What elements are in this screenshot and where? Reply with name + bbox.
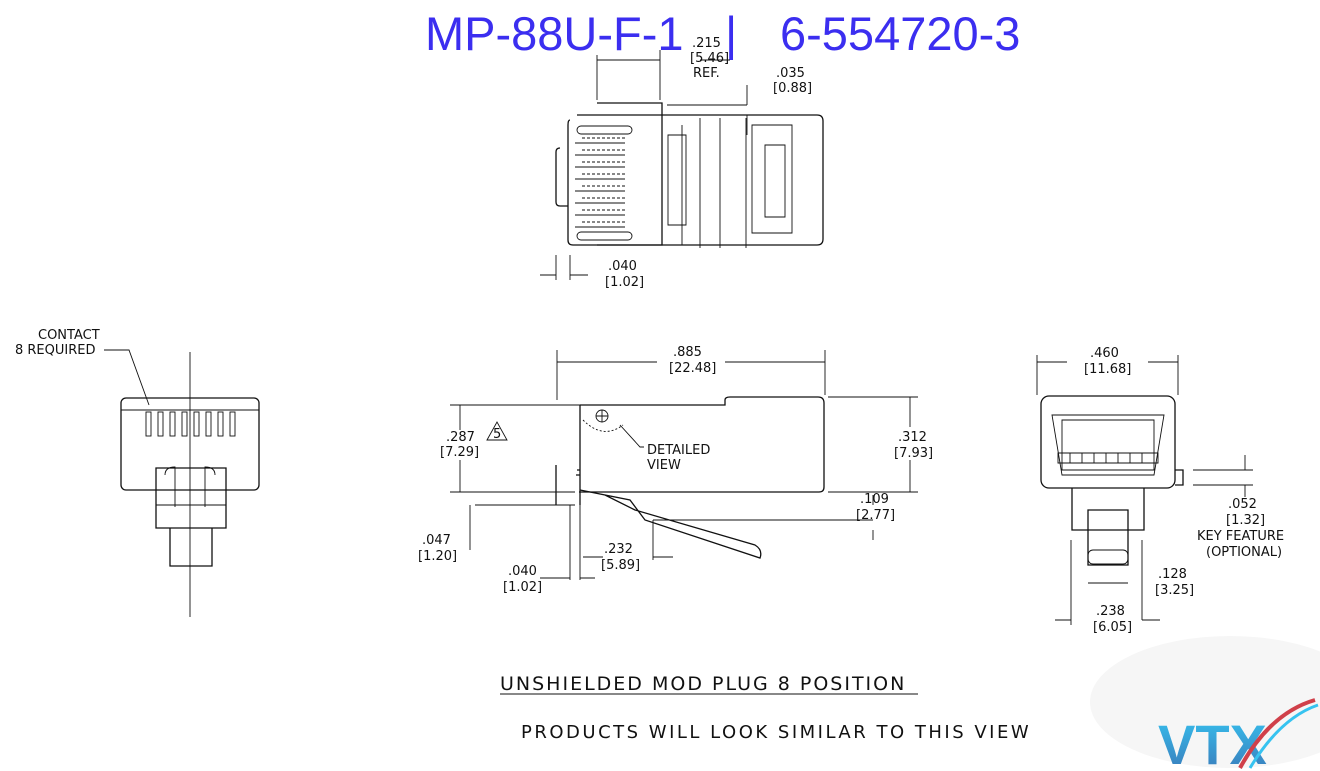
dim-885-mm: [22.48] [669, 361, 716, 376]
vtx-logo: VTX [1158, 698, 1319, 771]
dim-232: .232 [604, 542, 633, 557]
dim-885: .885 [673, 345, 702, 360]
dim-109: .109 [860, 492, 889, 507]
part-number: MP-88U-F-1 [425, 7, 684, 60]
dim-040-side-mm: [1.02] [503, 580, 542, 595]
dim-232-mm: [5.89] [601, 558, 640, 573]
dim-047: .047 [422, 533, 451, 548]
dim-238-mm: [6.05] [1093, 620, 1132, 635]
dim-052: .052 [1228, 497, 1257, 512]
front-view: CONTACT 8 REQUIRED [15, 328, 260, 617]
dim-238: .238 [1096, 604, 1125, 619]
title-separator: | [725, 7, 737, 60]
dim-052-mm: [1.32] [1226, 513, 1265, 528]
end-view: .460 [11.68] .052 [1.32] KEY FEATURE (OP… [1036, 346, 1284, 635]
note-flag-5: 5 [493, 427, 501, 442]
dim-460: .460 [1090, 346, 1119, 361]
logo-text: VTX [1158, 713, 1267, 771]
dim-287-mm: [7.29] [440, 445, 479, 460]
contact-note-2: 8 REQUIRED [15, 343, 96, 358]
dim-215: .215 [692, 36, 721, 51]
top-view: .215 [5.46] REF. .035 [0.88] .040 [1.02] [540, 36, 824, 290]
drawing-subcaption: PRODUCTS WILL LOOK SIMILAR TO THIS VIEW [521, 722, 1031, 743]
dim-460-mm: [11.68] [1084, 362, 1131, 377]
dim-047-mm: [1.20] [418, 549, 457, 564]
dim-035-mm: [0.88] [773, 81, 812, 96]
key-feature-1: KEY FEATURE [1197, 529, 1284, 544]
drawing-caption: UNSHIELDED MOD PLUG 8 POSITION [500, 673, 906, 695]
dim-312-mm: [7.93] [894, 446, 933, 461]
alt-part-number: 6-554720-3 [780, 7, 1020, 60]
dim-287: .287 [446, 430, 475, 445]
dim-128-mm: [3.25] [1155, 583, 1194, 598]
contact-note-1: CONTACT [38, 328, 100, 343]
dim-040: .040 [608, 259, 637, 274]
dim-312: .312 [898, 430, 927, 445]
key-feature-2: (OPTIONAL) [1206, 545, 1282, 560]
dim-035: .035 [776, 66, 805, 81]
dim-215-mm: [5.46] [690, 51, 729, 66]
dim-040-mm: [1.02] [605, 275, 644, 290]
side-view: .885 [22.48] .287 [7.29] 5 DETAILED VIEW… [418, 345, 933, 595]
dim-109-mm: [2.77] [856, 508, 895, 523]
detail-label-2: VIEW [647, 458, 681, 473]
detail-label-1: DETAILED [647, 443, 710, 458]
dim-128: .128 [1158, 567, 1187, 582]
dim-040-side: .040 [508, 564, 537, 579]
dim-215-note: REF. [693, 66, 720, 81]
